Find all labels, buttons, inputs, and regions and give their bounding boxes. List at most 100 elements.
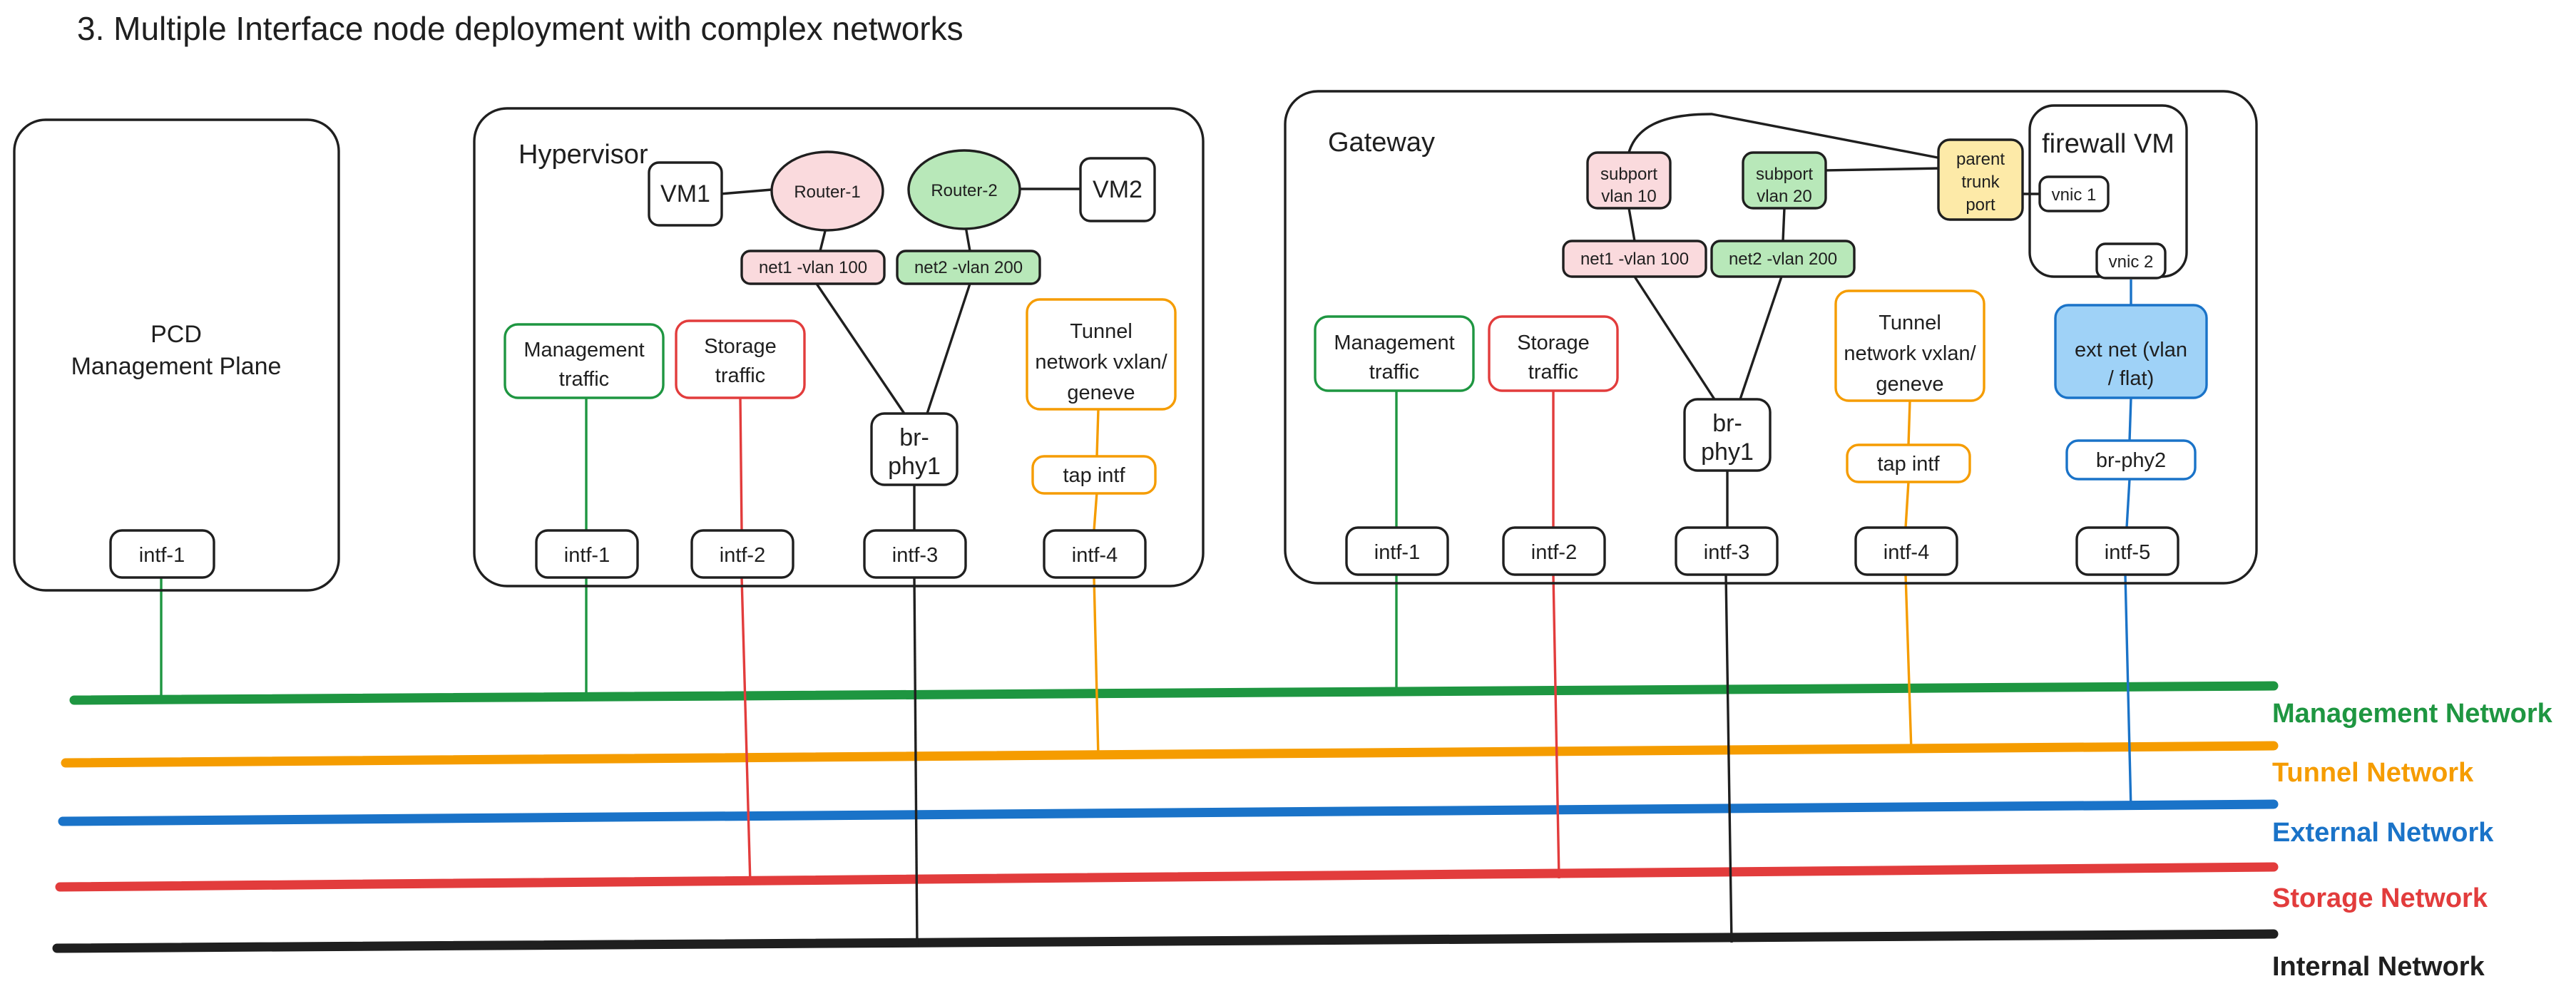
gateway-parent-trunk-port-line2: trunk [1961,173,2000,192]
bus-line-tunnel [61,741,2279,768]
gateway-tunnel-network-box[interactable] [1834,289,1985,402]
drop-line-hyp-intf-2 [740,577,752,885]
bus-line-management [69,681,2279,705]
hypervisor-net1-box[interactable] [740,250,886,285]
gateway-interface-intf-4-label: intf-4 [1884,541,1929,564]
link-storage-traffic-intf2 [739,397,743,531]
link-net1-brphy1 [815,283,906,414]
drop-line-gw-intf-2 [1552,574,1560,879]
hypervisor-net2-label: net2 -vlan 200 [914,258,1023,277]
hypervisor-vm2-label: VM2 [1093,176,1143,203]
gateway-br-phy1[interactable] [1683,398,1772,472]
gateway-group: Gateway subport vlan 10 subport vlan 20 [1284,90,2258,585]
bus-line-external [58,799,2279,826]
gateway-interface-intf-2[interactable] [1502,526,1606,576]
hypervisor-tunnel-network-line2: network vxlan/ [1035,351,1167,374]
gateway-management-traffic-line1: Management [1334,332,1454,354]
bus-line-storage [55,862,2279,892]
gateway-interface-intf-3[interactable] [1675,526,1779,576]
hypervisor-interface-intf-4[interactable] [1043,529,1147,579]
gateway-net1-box[interactable] [1562,240,1707,278]
gateway-interface-intf-5[interactable] [2075,526,2179,576]
bus-line-internal [52,929,2279,953]
pcd-interface-intf-1[interactable] [109,529,215,579]
hypervisor-label: Hypervisor [518,140,648,170]
hypervisor-storage-traffic-line2: traffic [715,364,765,387]
hypervisor-interface-intf-2[interactable] [690,529,794,579]
hypervisor-br-phy1[interactable] [870,412,959,486]
gateway-management-traffic-line2: traffic [1369,361,1419,384]
pcd-container [13,118,340,592]
link-tapintf-intf4 [1093,491,1098,531]
hypervisor-storage-traffic-line1: Storage [704,335,777,358]
link-vm1-router1 [720,188,772,195]
gateway-subport-vlan-10[interactable] [1586,151,1672,210]
hypervisor-tunnel-network-line1: Tunnel [1070,320,1133,343]
hypervisor-tunnel-network-box[interactable] [1026,298,1177,411]
gateway-container [1284,90,2258,585]
gateway-storage-traffic-box[interactable] [1488,315,1619,392]
gateway-ext-net-line1: ext net (vlan [2075,339,2187,361]
gateway-tap-intf[interactable] [1846,443,1971,483]
pcd-interface-intf-1-label: intf-1 [139,544,185,567]
gateway-interface-intf-2-label: intf-2 [1531,541,1577,564]
hypervisor-router-2-label: Router-2 [931,181,997,200]
hypervisor-vm1[interactable] [648,161,723,227]
network-label-storage: Storage Network [2272,883,2488,913]
hypervisor-interface-intf-2-label: intf-2 [720,544,765,567]
gateway-ext-net-line2: / flat) [2108,367,2154,390]
hypervisor-management-traffic-box[interactable] [504,323,665,399]
link-trunk-subport-vlan10 [1626,113,1942,160]
gateway-storage-traffic-line2: traffic [1528,361,1578,384]
hypervisor-management-traffic-line2: traffic [559,368,609,391]
gateway-tunnel-network-line1: Tunnel [1879,312,1941,334]
gateway-storage-traffic-line1: Storage [1517,332,1590,354]
network-label-external: External Network [2272,818,2494,848]
hypervisor-net2-box[interactable] [896,250,1041,285]
gateway-firewall-vnic-1[interactable] [2038,175,2110,212]
gateway-parent-trunk-port[interactable] [1937,138,2024,221]
hypervisor-interface-intf-4-label: intf-4 [1072,544,1118,567]
gateway-interface-intf-1[interactable] [1345,526,1449,576]
hypervisor-vm2[interactable] [1079,157,1156,222]
gateway-firewall-vnic-1-label: vnic 1 [2052,185,2097,205]
gateway-firewall-vm-label: firewall VM [2042,129,2174,159]
gateway-subport-vlan-20[interactable] [1742,151,1827,210]
hypervisor-interface-intf-3[interactable] [863,529,967,579]
link-subport10-net1 [1627,207,1636,242]
gateway-br-phy2[interactable] [2065,439,2197,481]
network-bus-lines [52,681,2279,953]
gateway-subport-vlan-10-line1: subport [1600,165,1657,184]
gateway-tunnel-network-line3: geneve [1876,373,1943,396]
gateway-interface-intf-1-label: intf-1 [1374,541,1420,564]
gateway-ext-net-box[interactable] [2054,304,2208,399]
pcd-management-plane-group: PCD Management Plane intf-1 [13,118,340,592]
hypervisor-tunnel-network-line3: geneve [1067,381,1135,404]
gateway-br-phy2-label: br-phy2 [2096,449,2166,472]
link-gw-extnet-brphy2 [2128,397,2132,441]
link-gw-net2-brphy1 [1739,276,1783,400]
link-net2-brphy1 [926,283,971,414]
gateway-interface-intf-4[interactable] [1854,526,1958,576]
gateway-management-traffic-box[interactable] [1314,315,1475,392]
hypervisor-interface-intf-1[interactable] [535,529,639,579]
gateway-br-phy1-line1: br- [1712,410,1742,437]
hypervisor-tap-intf-label: tap intf [1063,464,1125,487]
gateway-firewall-vnic-2[interactable] [2095,242,2167,279]
hypervisor-storage-traffic-box[interactable] [675,319,806,399]
network-legend: Management Network Tunnel Network Extern… [2272,699,2553,982]
drop-line-gw-intf-3 [1724,574,1733,943]
gateway-interface-intf-3-label: intf-3 [1704,541,1749,564]
hypervisor-router-2[interactable] [907,149,1021,230]
hypervisor-tap-intf[interactable] [1031,455,1157,495]
hypervisor-router-1[interactable] [770,150,884,232]
hypervisor-interface-intf-1-label: intf-1 [564,544,610,567]
gateway-interface-intf-5-label: intf-5 [2105,541,2150,564]
hypervisor-management-traffic-line1: Management [523,339,644,361]
link-gw-tunnel-tapintf [1907,400,1911,446]
gateway-tunnel-network-line2: network vxlan/ [1844,342,1976,365]
gateway-br-phy1-line2: phy1 [1701,438,1754,466]
interface-drop-lines [160,574,2132,948]
gateway-net2-box[interactable] [1710,240,1856,278]
